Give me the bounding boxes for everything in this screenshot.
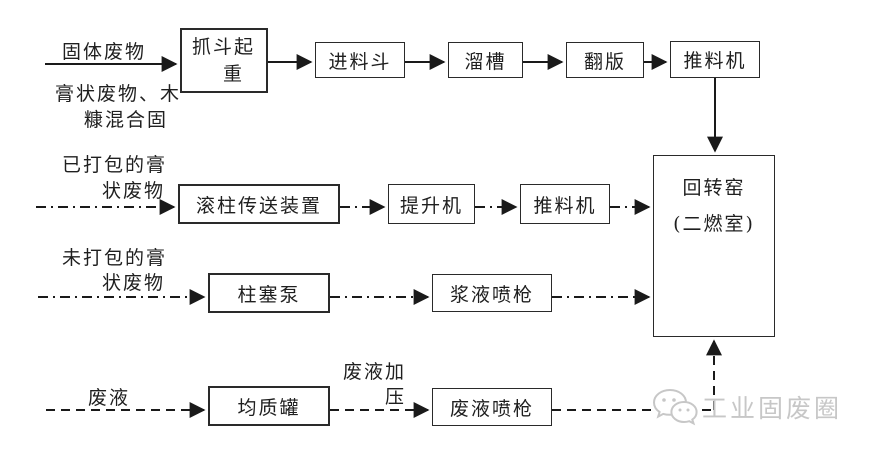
box-rotary-kiln-line1: 回转窑 bbox=[682, 177, 746, 199]
label-solid-waste: 固体废物 bbox=[62, 41, 147, 63]
box-roller-conveyor: 滚柱传送装置 bbox=[178, 184, 340, 224]
label-unpacked-paste-1: 未打包的膏 bbox=[62, 247, 168, 269]
wechat-logo-icon bbox=[652, 388, 698, 426]
box-rotary-kiln-line2: (二燃室) bbox=[673, 213, 755, 235]
label-waste-liquid: 废液 bbox=[88, 387, 131, 409]
box-homogenizer-tank: 均质罐 bbox=[208, 386, 330, 426]
box-grab-crane: 抓斗起 重 bbox=[180, 28, 268, 93]
label-liquid-pressurize-1: 废液加 bbox=[343, 361, 407, 383]
label-unpacked-paste-2: 状废物 bbox=[102, 272, 166, 294]
box-grab-crane-line1: 抓斗起 bbox=[192, 35, 256, 58]
label-packed-paste-1: 已打包的膏 bbox=[62, 154, 168, 176]
solid-waste-flow-lines bbox=[45, 54, 723, 153]
label-paste-wood-mix-1: 膏状废物、木 bbox=[55, 83, 182, 105]
box-feed-hopper: 进料斗 bbox=[315, 42, 405, 78]
label-packed-paste-2: 状废物 bbox=[102, 180, 166, 202]
label-paste-wood-mix-2: 糠混合固 bbox=[84, 109, 169, 131]
box-chute: 溜槽 bbox=[448, 42, 523, 78]
box-pusher-2: 推料机 bbox=[520, 184, 610, 224]
box-pusher-1: 推料机 bbox=[670, 41, 760, 78]
watermark-text: 工业固废圈 bbox=[702, 394, 843, 423]
box-plunger-pump: 柱塞泵 bbox=[208, 273, 330, 313]
box-liquid-spray-gun: 废液喷枪 bbox=[432, 388, 552, 426]
box-grab-crane-line2: 重 bbox=[222, 62, 244, 85]
box-rotary-kiln: 回转窑 (二燃室) bbox=[653, 155, 775, 337]
label-liquid-pressurize-2: 压 bbox=[385, 386, 407, 408]
box-elevator: 提升机 bbox=[388, 184, 475, 224]
box-slurry-spray-gun: 浆液喷枪 bbox=[432, 274, 552, 312]
box-flip-plate: 翻版 bbox=[566, 42, 644, 78]
watermark: 工业固废圈 bbox=[650, 386, 842, 428]
